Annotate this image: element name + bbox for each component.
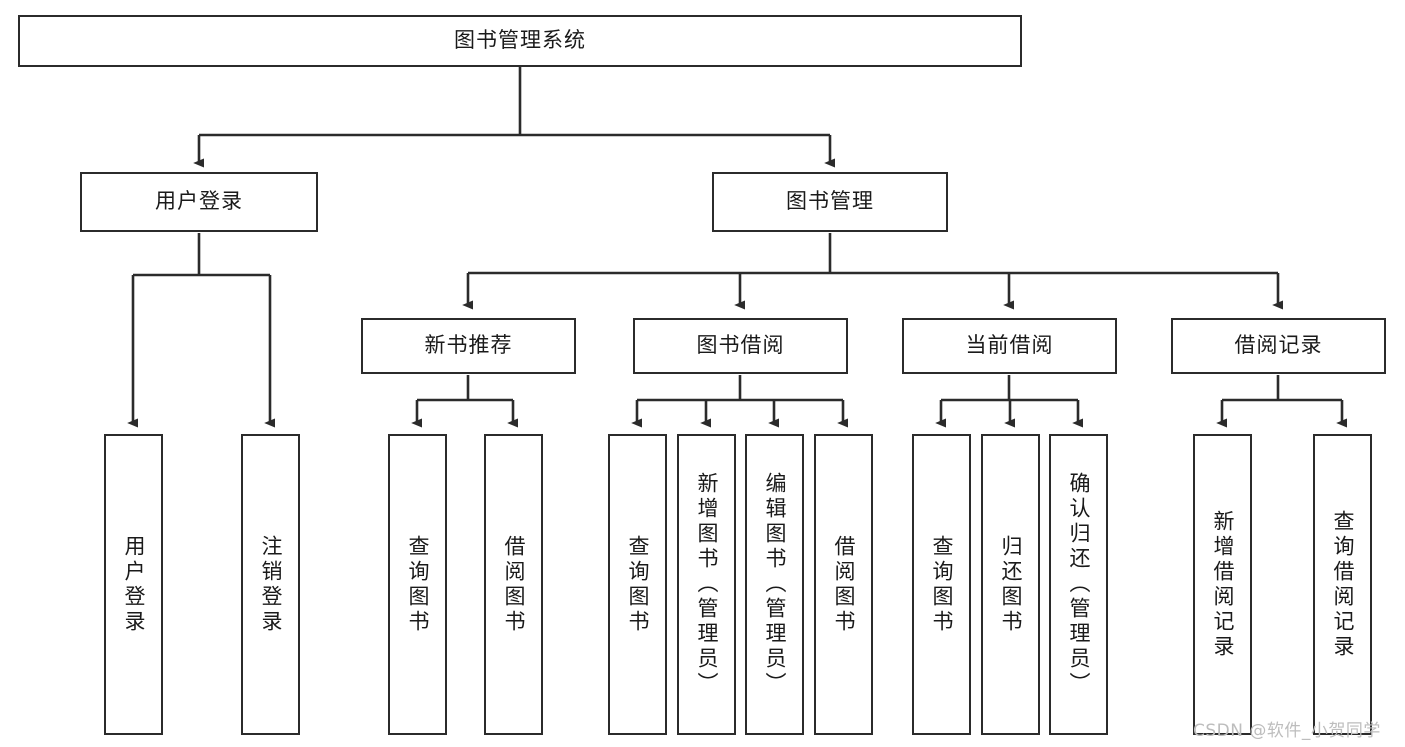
- node-label: 查询图书: [406, 534, 430, 635]
- leaf-current-borrow-confirm-return-admin[interactable]: 确认归还（管理员）: [1049, 434, 1108, 735]
- leaf-user-login-logout[interactable]: 注销登录: [241, 434, 300, 735]
- node-label: 编辑图书（管理员）: [763, 472, 787, 697]
- leaf-book-borrow-borrow-book[interactable]: 借阅图书: [814, 434, 873, 735]
- node-root-book-management-system[interactable]: 图书管理系统: [18, 15, 1022, 67]
- leaf-current-borrow-return-book[interactable]: 归还图书: [981, 434, 1040, 735]
- node-current-borrowing[interactable]: 当前借阅: [902, 318, 1117, 374]
- node-label: 图书管理系统: [454, 28, 586, 53]
- node-new-book-recommendation[interactable]: 新书推荐: [361, 318, 576, 374]
- node-label: 查询图书: [930, 534, 954, 635]
- node-borrowing-records[interactable]: 借阅记录: [1171, 318, 1386, 374]
- node-label: 用户登录: [122, 534, 146, 635]
- node-label: 新书推荐: [424, 333, 513, 358]
- node-user-login[interactable]: 用户登录: [80, 172, 318, 232]
- node-label: 查询图书: [626, 534, 650, 635]
- node-book-borrowing[interactable]: 图书借阅: [633, 318, 848, 374]
- csdn-watermark: CSDN @软件_小贺同学: [1193, 721, 1381, 741]
- node-label: 确认归还（管理员）: [1067, 472, 1091, 697]
- node-label: 图书借阅: [696, 333, 785, 358]
- node-label: 借阅记录: [1234, 333, 1323, 358]
- node-label: 查询借阅记录: [1331, 509, 1355, 660]
- leaf-new-book-borrow-book[interactable]: 借阅图书: [484, 434, 543, 735]
- leaf-user-login-login[interactable]: 用户登录: [104, 434, 163, 735]
- leaf-book-borrow-add-book-admin[interactable]: 新增图书（管理员）: [677, 434, 736, 735]
- leaf-borrow-record-add-record[interactable]: 新增借阅记录: [1193, 434, 1252, 735]
- node-label: 新增图书（管理员）: [695, 472, 719, 697]
- node-label: 借阅图书: [502, 534, 526, 635]
- node-label: 图书管理: [786, 189, 874, 214]
- node-label: 用户登录: [155, 189, 243, 214]
- node-label: 新增借阅记录: [1211, 509, 1235, 660]
- node-label: 归还图书: [999, 534, 1023, 635]
- leaf-new-book-query-book[interactable]: 查询图书: [388, 434, 447, 735]
- node-label: 注销登录: [259, 534, 283, 635]
- node-label: 借阅图书: [832, 534, 856, 635]
- leaf-current-borrow-query-book[interactable]: 查询图书: [912, 434, 971, 735]
- node-label: 当前借阅: [965, 333, 1054, 358]
- node-book-management[interactable]: 图书管理: [712, 172, 948, 232]
- leaf-borrow-record-query-record[interactable]: 查询借阅记录: [1313, 434, 1372, 735]
- leaf-book-borrow-query-book[interactable]: 查询图书: [608, 434, 667, 735]
- leaf-book-borrow-edit-book-admin[interactable]: 编辑图书（管理员）: [745, 434, 804, 735]
